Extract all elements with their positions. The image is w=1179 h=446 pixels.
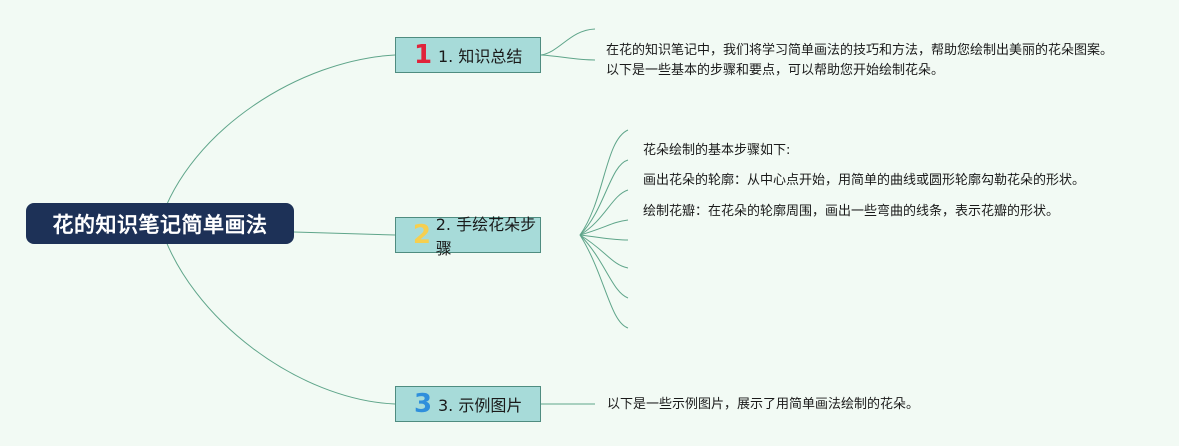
leaf-node-step-outline[interactable]: 画出花朵的轮廓：从中心点开始，用简单的曲线或圆形轮廓勾勒花朵的形状。	[643, 173, 1086, 188]
connector-branch-2-fan-4	[579, 219, 629, 236]
connector-branch-2-fan-6	[579, 234, 629, 269]
branch-label: 1. 知识总结	[438, 47, 523, 66]
leaf-node-steps-intro[interactable]: 花朵绘制的基本步骤如下:	[643, 143, 791, 158]
branch-node-example-images[interactable]: 3 3. 示例图片	[395, 386, 541, 422]
number-1-icon: 1	[413, 40, 433, 70]
connector-root-to-branch-3	[159, 224, 396, 405]
connector-branch-1-bottom	[540, 54, 596, 61]
root-title: 花的知识笔记简单画法	[52, 212, 268, 237]
connector-branch-2-fan-5	[579, 234, 629, 241]
connector-branch-1-top	[540, 28, 596, 56]
branch-node-drawing-steps[interactable]: 2 2. 手绘花朵步骤	[395, 215, 541, 258]
branch-label: 2. 手绘花朵步骤	[435, 215, 537, 258]
connector-root-to-branch-2	[293, 231, 396, 236]
leaf-node-examples-text[interactable]: 以下是一些示例图片，展示了用简单画法绘制的花朵。	[607, 397, 920, 412]
branch-label: 3. 示例图片	[438, 396, 523, 415]
branch-node-knowledge-summary[interactable]: 1 1. 知识总结	[395, 37, 541, 73]
root-node[interactable]: 花的知识笔记简单画法	[26, 203, 294, 244]
number-3-icon: 3	[413, 389, 433, 419]
number-2-icon: 2	[412, 220, 431, 250]
connector-branch-2-fan-8	[579, 234, 629, 329]
leaf-node-summary-text[interactable]: 在花的知识笔记中，我们将学习简单画法的技巧和方法，帮助您绘制出美丽的花朵图案。以…	[606, 43, 1114, 78]
connector-branch-2-fan-3	[579, 189, 629, 236]
connector-branch-2-fan-7	[579, 234, 629, 299]
leaf-node-step-petals[interactable]: 绘制花瓣：在花朵的轮廓周围，画出一些弯曲的线条，表示花瓣的形状。	[643, 204, 1060, 219]
connector-branch-2-fan-2	[579, 159, 629, 236]
connector-root-to-branch-1	[159, 54, 396, 223]
connector-branch-2-fan-1	[579, 129, 629, 236]
